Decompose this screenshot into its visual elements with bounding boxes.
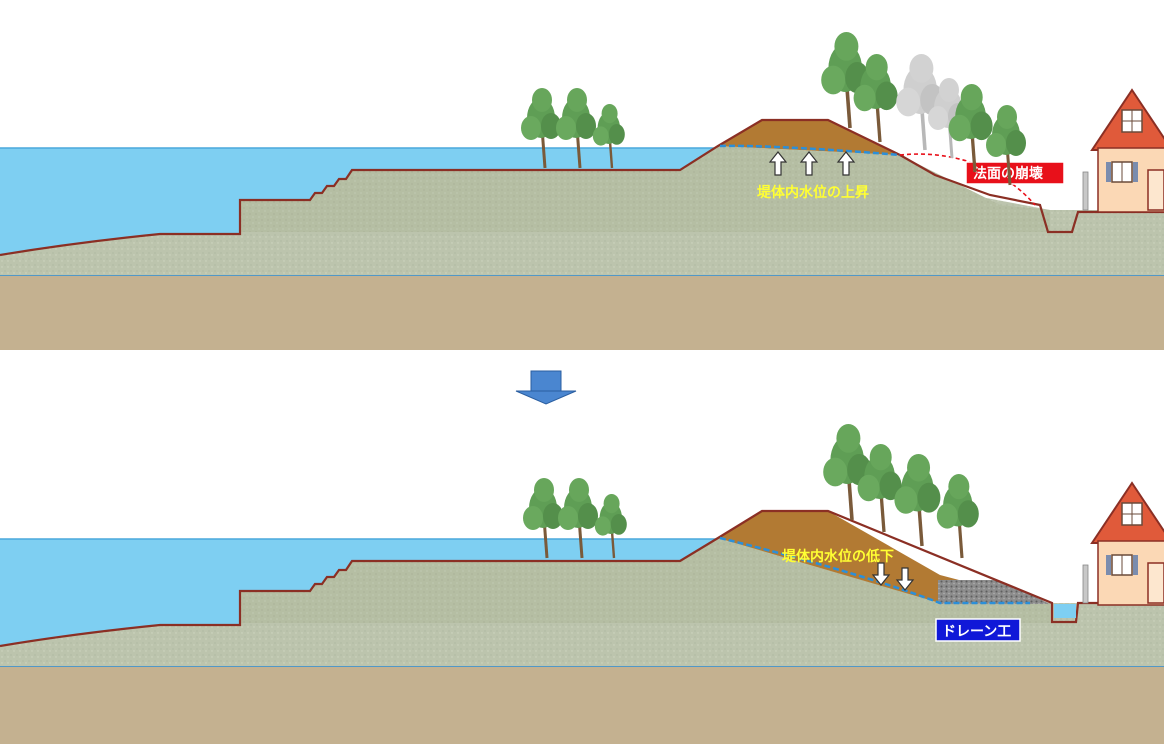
post-top	[1082, 171, 1089, 211]
mound-bottom	[240, 538, 1050, 623]
deep-soil-bottom	[0, 666, 1164, 744]
embankment-bottom	[718, 511, 1050, 604]
failure-label-box	[965, 161, 1065, 185]
water-drop-label: 堤体内水位の低下	[782, 548, 894, 565]
water-line-bottom	[719, 536, 1030, 605]
toe-water	[1054, 604, 1076, 618]
up-arrows	[768, 151, 856, 176]
post-bottom	[1082, 564, 1089, 604]
drain-gravel	[938, 580, 1050, 604]
down-arrows	[871, 562, 915, 591]
water-rise-label: 堤体内水位の上昇	[757, 184, 869, 201]
transition-arrow	[515, 370, 577, 405]
failure-arc	[899, 153, 1036, 206]
drain-label-box	[935, 618, 1021, 642]
deep-soil-top	[0, 275, 1164, 350]
ground-outline-top	[0, 118, 1164, 257]
ground-outline-bottom	[0, 509, 1164, 648]
drain-label: ドレーン工	[942, 624, 1011, 640]
bottom-panel: 堤体内水位の低下 ドレーン工	[0, 422, 1164, 744]
water-line-top	[719, 144, 901, 157]
house-top	[1091, 89, 1164, 213]
house-bottom	[1091, 482, 1164, 606]
top-panel: 堤体内水位の上昇 法面の崩壊	[0, 30, 1164, 350]
embankment-top	[718, 120, 900, 155]
